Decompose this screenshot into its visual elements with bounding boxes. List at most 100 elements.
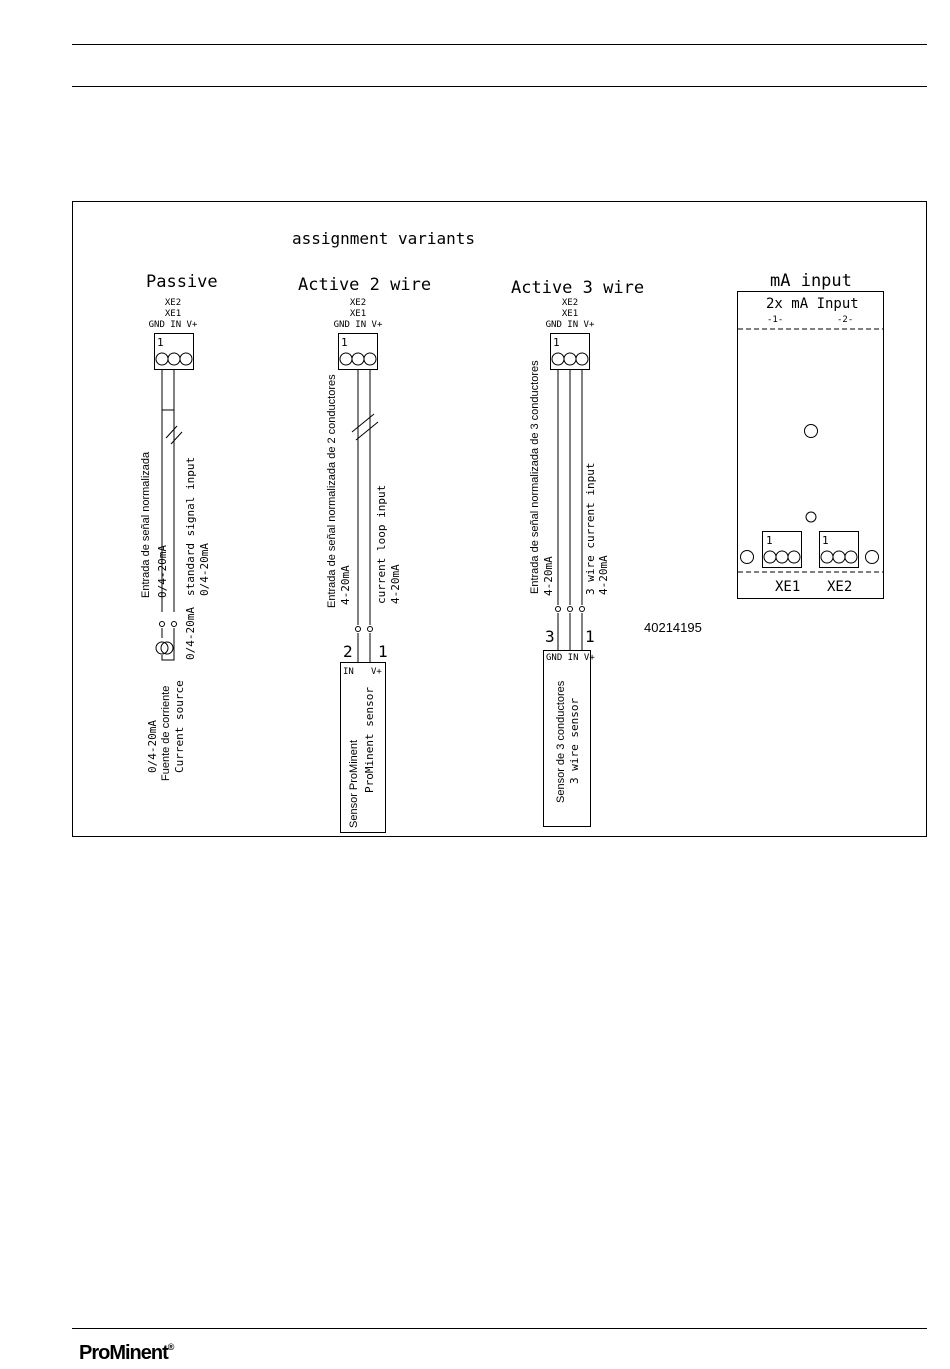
active2-end-in [355, 626, 361, 632]
ma-board [737, 291, 884, 599]
active3-pin-one: 1 [553, 336, 560, 349]
logo-pro: Pro [79, 1342, 110, 1364]
passive-heading: Passive [146, 272, 218, 292]
passive-end-left [159, 621, 165, 627]
ma-xe2-label: XE2 [827, 579, 852, 595]
active2-range-left: 4-20mA [339, 565, 352, 605]
active3-xe1-label: XE1 [562, 309, 578, 319]
diagram-title: assignment variants [292, 229, 475, 248]
active3-terminal-pin-gnd [551, 352, 565, 366]
passive-xe2-label: XE2 [165, 298, 181, 308]
passive-source-en: Current source [173, 680, 186, 773]
active2-wire-2: 2 [343, 642, 353, 661]
passive-signal-input-range: 0/4-20mA [198, 543, 211, 596]
logo-registered: ® [167, 1342, 175, 1352]
prominent-logo: ProMinent® [79, 1342, 174, 1365]
ma-xe1-pin-c [787, 550, 801, 564]
drawing-number: 40214195 [644, 620, 702, 635]
header-rule-bottom [72, 86, 927, 87]
active2-wire-1: 1 [378, 642, 388, 661]
ma-xe2-pin-one: 1 [822, 534, 829, 547]
active3-terminal-block [550, 333, 590, 370]
active2-pin-one: 1 [341, 336, 348, 349]
active3-terminal-pin-v [575, 352, 589, 366]
active2-sensor-en: ProMinent sensor [363, 687, 376, 793]
ma-board-title: 2x mA Input [766, 296, 859, 312]
active2-loop-input: current loop input [375, 485, 388, 604]
passive-source-range: 0/4-20mA [146, 720, 159, 773]
active3-end-gnd [555, 606, 561, 612]
active2-sensor-in: IN [343, 667, 354, 677]
header-rule-top [72, 44, 927, 45]
passive-xe1-label: XE1 [165, 309, 181, 319]
ma-channel-1: -1- [767, 315, 783, 325]
footer-rule [72, 1328, 927, 1329]
ma-board-mount-hole-left [740, 550, 754, 564]
passive-terminal-pin-in [167, 352, 181, 366]
ma-xe2-pin-c [844, 550, 858, 564]
passive-source-wires [161, 628, 175, 661]
passive-break-marks [165, 425, 183, 445]
active2-wires [357, 370, 371, 625]
passive-end-right [171, 621, 177, 627]
active3-vertical-es: Entrada de señal normalizada de 3 conduc… [529, 360, 541, 594]
active3-end-v [579, 606, 585, 612]
passive-signal-left: 0/4-20mA [156, 545, 169, 598]
active2-xe2-label: XE2 [350, 298, 366, 308]
current-source-symbol-b [160, 641, 174, 655]
active2-sensor-es: Sensor ProMinent [348, 740, 360, 828]
active3-wire-1: 1 [585, 627, 595, 646]
ma-xe1-pin-b [775, 550, 789, 564]
active2-terminal-pin-v [363, 352, 377, 366]
ma-xe2-terminal [819, 531, 859, 568]
ma-xe1-label: XE1 [775, 579, 800, 595]
active3-terminal-pin-in [563, 352, 577, 366]
passive-bottom-range: 0/4-20mA [184, 607, 197, 660]
active2-pins-label: GND IN V+ [334, 320, 383, 330]
active2-xe1-label: XE1 [350, 309, 366, 319]
active3-wire-3: 3 [545, 627, 555, 646]
active3-heading: Active 3 wire [511, 278, 644, 298]
active3-wire-range: 4-20mA [597, 555, 610, 595]
ma-board-mount-hole-right [865, 550, 879, 564]
active2-terminal-pin-in [351, 352, 365, 366]
active3-sensor-es: Sensor de 3 conductores [555, 680, 567, 803]
passive-terminal-pin-v [179, 352, 193, 366]
active2-vertical-es: Entrada de señal normalizada de 2 conduc… [326, 374, 338, 608]
passive-source-es: Fuente de corriente [160, 686, 172, 781]
active2-terminal-block [338, 333, 378, 370]
passive-wires [161, 370, 175, 612]
ma-xe2-pin-a [820, 550, 834, 564]
passive-terminal-pin-gnd [155, 352, 169, 366]
ma-xe1-pin-one: 1 [766, 534, 773, 547]
active3-range-left: 4-20mA [542, 556, 555, 596]
active2-sensor-body [340, 662, 386, 833]
ma-xe1-pin-a [763, 550, 777, 564]
active3-sensor-pins: GND IN V+ [546, 653, 595, 663]
active3-wires [557, 370, 583, 605]
active2-sensor-v: V+ [371, 667, 382, 677]
ma-xe2-pin-b [832, 550, 846, 564]
passive-pins-label: GND IN V+ [149, 320, 198, 330]
diagram-frame [72, 201, 927, 837]
passive-vertical-es: Entrada de señal normalizada [140, 451, 152, 598]
ma-board-mount-hole-mid [805, 511, 817, 523]
active3-sensor-leads [557, 613, 583, 650]
active2-terminal-pin-gnd [339, 352, 353, 366]
active2-end-v [367, 626, 373, 632]
ma-heading: mA input [770, 271, 852, 291]
active3-sensor-body [543, 650, 591, 827]
active2-loop-range: 4-20mA [389, 564, 402, 604]
passive-signal-input: standard signal input [184, 457, 197, 596]
ma-channel-2: -2- [837, 315, 853, 325]
active2-heading: Active 2 wire [298, 275, 431, 295]
ma-xe1-terminal [762, 531, 802, 568]
active3-pins-label: GND IN V+ [546, 320, 595, 330]
active2-break-marks [351, 413, 379, 441]
logo-minent: Minent [109, 1342, 168, 1364]
active2-sensor-leads [357, 633, 371, 662]
passive-terminal-block [154, 333, 194, 370]
passive-pin-one: 1 [157, 336, 164, 349]
active3-wire-input: 3 wire current input [584, 463, 597, 595]
